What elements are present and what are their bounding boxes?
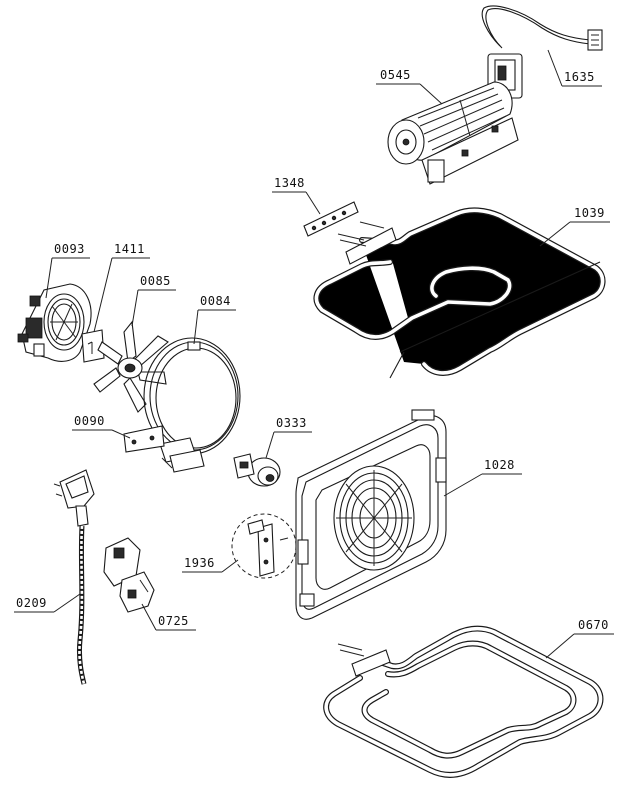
mounting-bracket-part[interactable] [123,425,165,453]
part-label-1936: 1936 [184,556,215,570]
leader-0084: 0084 [193,294,236,345]
part-label-0725: 0725 [158,614,189,628]
part-label-0090: 0090 [74,414,105,428]
part-label-0209: 0209 [16,596,47,610]
part-label-0084: 0084 [200,294,231,308]
leader-0093: 0093 [45,242,90,299]
part-label-0093: 0093 [54,242,85,256]
leader-0090: 0090 [72,414,131,439]
label-plate-part[interactable] [81,329,105,363]
part-label-1348: 1348 [274,176,305,190]
part-label-0085: 0085 [140,274,171,288]
tangential-fan-part[interactable] [387,5,603,185]
leader-0670: 0670 [545,618,614,659]
thermal-fuse-part[interactable] [231,513,297,579]
part-label-0545: 0545 [380,68,411,82]
leader-1936: 1936 [182,556,239,573]
leader-1348: 1348 [272,176,321,215]
rear-panel-cover-part[interactable] [295,409,447,620]
part-label-1635: 1635 [564,70,595,84]
part-label-0670: 0670 [578,618,609,632]
selector-switch-part[interactable] [103,537,155,613]
leader-0209: 0209 [14,593,81,613]
leader-0333: 0333 [265,416,312,459]
leader-0085: 0085 [131,274,176,327]
leader-1635: 1635 [547,49,602,87]
circular-heating-element-part[interactable] [143,337,241,473]
fan-motor-part[interactable] [17,283,92,362]
thermostat-part[interactable] [233,453,281,487]
lower-heating-element-part[interactable] [323,625,604,778]
leader-1411: 1411 [93,242,150,333]
leader-0545: 0545 [376,68,443,105]
upper-heating-element-part[interactable] [313,207,606,379]
part-label-1411: 1411 [114,242,145,256]
part-label-1028: 1028 [484,458,515,472]
leader-1028: 1028 [443,458,522,497]
leader-0725: 0725 [141,603,196,631]
terminal-strip-part[interactable] [303,201,359,237]
fan-blade-part[interactable] [93,320,169,413]
part-label-0333: 0333 [276,416,307,430]
part-label-1039: 1039 [574,206,605,220]
leader-1039: 1039 [539,206,610,247]
power-cord-part[interactable] [53,469,95,685]
